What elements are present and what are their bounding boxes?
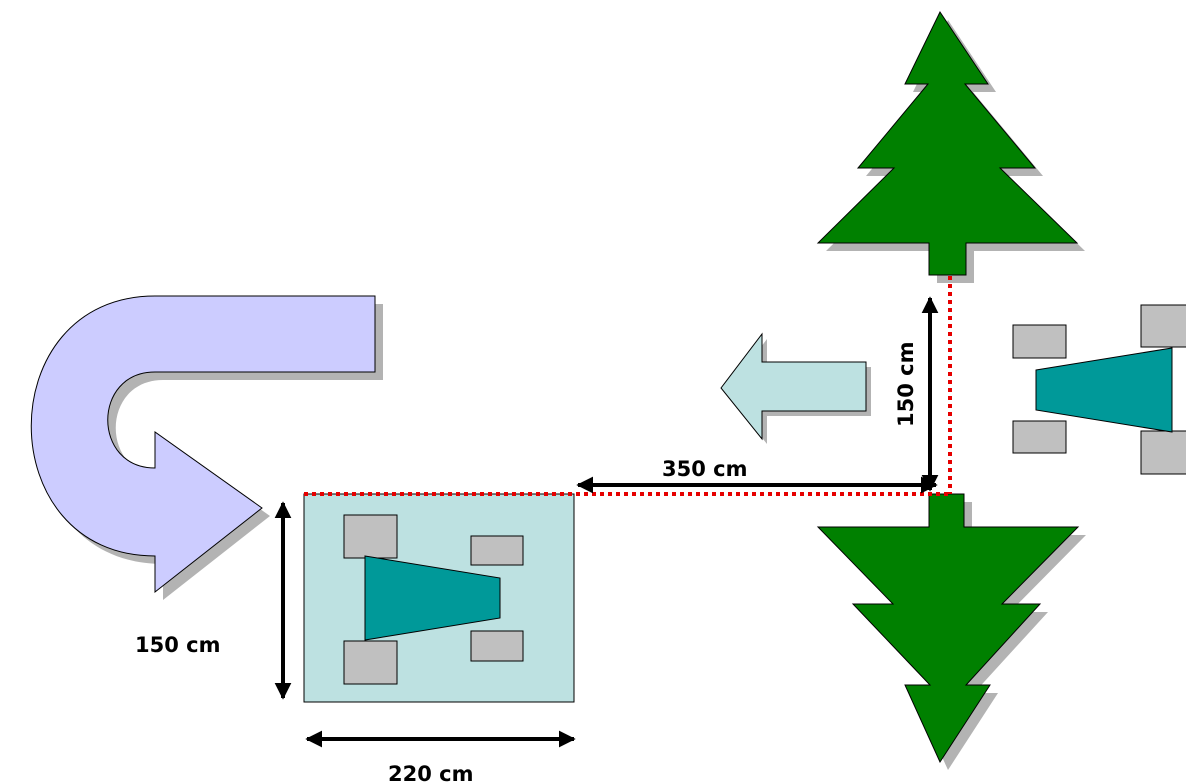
- tree-gap-label: 150 cm: [894, 342, 918, 427]
- wheel: [1140, 304, 1186, 348]
- curved-arrow-body: [30, 295, 376, 594]
- wheel-front-right: [470, 535, 524, 566]
- length-label: 220 cm: [388, 762, 473, 783]
- guide-lines: [304, 276, 952, 496]
- tree-top: [816, 10, 1085, 283]
- car-body: [1035, 347, 1173, 433]
- straight-arrow: [720, 332, 871, 444]
- curved-turn-arrow: [30, 295, 383, 600]
- straight-arrow-body: [720, 332, 867, 441]
- parking-space: [303, 493, 575, 703]
- wheel: [1012, 420, 1067, 454]
- car-body: [364, 555, 501, 641]
- tree-bottom: [816, 493, 1086, 770]
- wheel-front-left: [343, 514, 398, 559]
- tree-top-shape: [816, 10, 1079, 276]
- dimension-arrows: [274, 296, 939, 748]
- moving-car: [1012, 304, 1186, 475]
- wheel: [1012, 324, 1067, 359]
- wheel-rear-right: [470, 630, 524, 662]
- distance-label: 350 cm: [662, 457, 747, 481]
- wheel-rear-left: [343, 640, 398, 685]
- wheel: [1140, 430, 1186, 475]
- width-label: 150 cm: [135, 633, 220, 657]
- tree-bottom-shape: [816, 493, 1080, 764]
